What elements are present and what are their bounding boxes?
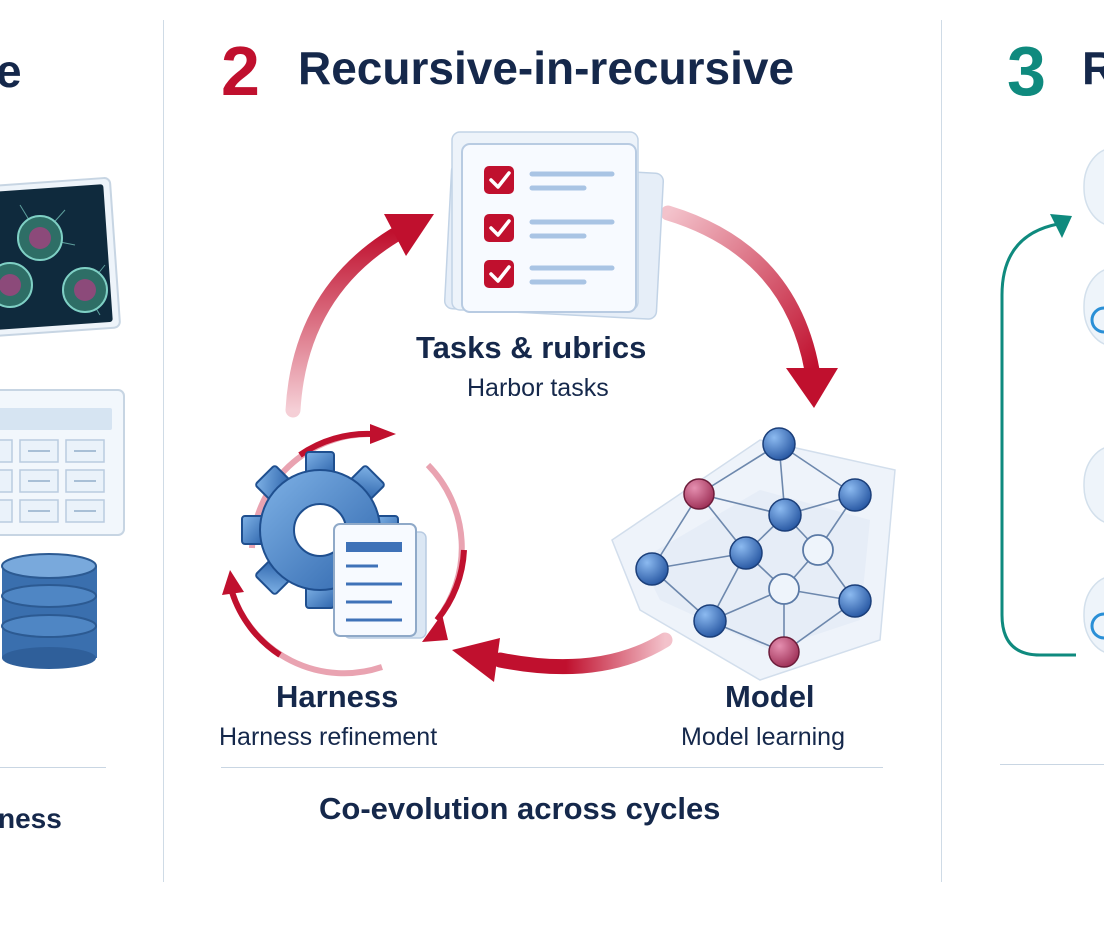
center-panel-footer: Co-evolution across cycles bbox=[319, 791, 721, 826]
table-illustration bbox=[0, 389, 125, 536]
cycle-arrow-tasks-to-model bbox=[660, 205, 838, 408]
cycle-arrow-model-to-harness bbox=[452, 632, 673, 682]
harness-title: Harness bbox=[276, 679, 399, 714]
right-panel-heading-fragment: R bbox=[1082, 42, 1104, 94]
right-panel-number: 3 bbox=[1007, 32, 1046, 110]
tasks-rubrics-subtitle: Harbor tasks bbox=[467, 374, 609, 402]
model-title: Model bbox=[725, 679, 815, 714]
left-panel-footer-fragment: ness bbox=[0, 803, 62, 834]
center-panel-separator bbox=[221, 767, 883, 768]
right-panel-loop-arrow bbox=[1000, 214, 1076, 657]
database-icon bbox=[1, 553, 97, 669]
model-network-icon bbox=[611, 427, 896, 681]
document-icon bbox=[333, 523, 427, 639]
harness-refinement-loop bbox=[222, 424, 467, 677]
left-panel-heading-fragment: e bbox=[0, 45, 22, 97]
harness-subtitle: Harness refinement bbox=[219, 723, 438, 751]
tasks-rubrics-title: Tasks & rubrics bbox=[416, 330, 647, 365]
left-panel-illustrations bbox=[0, 177, 125, 669]
divider-left bbox=[163, 20, 164, 882]
right-panel-separator bbox=[1000, 764, 1104, 765]
left-panel-separator bbox=[0, 767, 106, 768]
right-panel-steps bbox=[1083, 149, 1104, 653]
cycle-arrow-harness-to-tasks bbox=[285, 214, 434, 418]
center-panel-heading: Recursive-in-recursive bbox=[298, 42, 795, 94]
model-subtitle: Model learning bbox=[681, 723, 845, 751]
divider-right bbox=[941, 20, 942, 882]
tasks-checklist-icon bbox=[443, 131, 665, 320]
center-panel-number: 2 bbox=[221, 32, 260, 110]
microscopy-image bbox=[0, 177, 121, 338]
